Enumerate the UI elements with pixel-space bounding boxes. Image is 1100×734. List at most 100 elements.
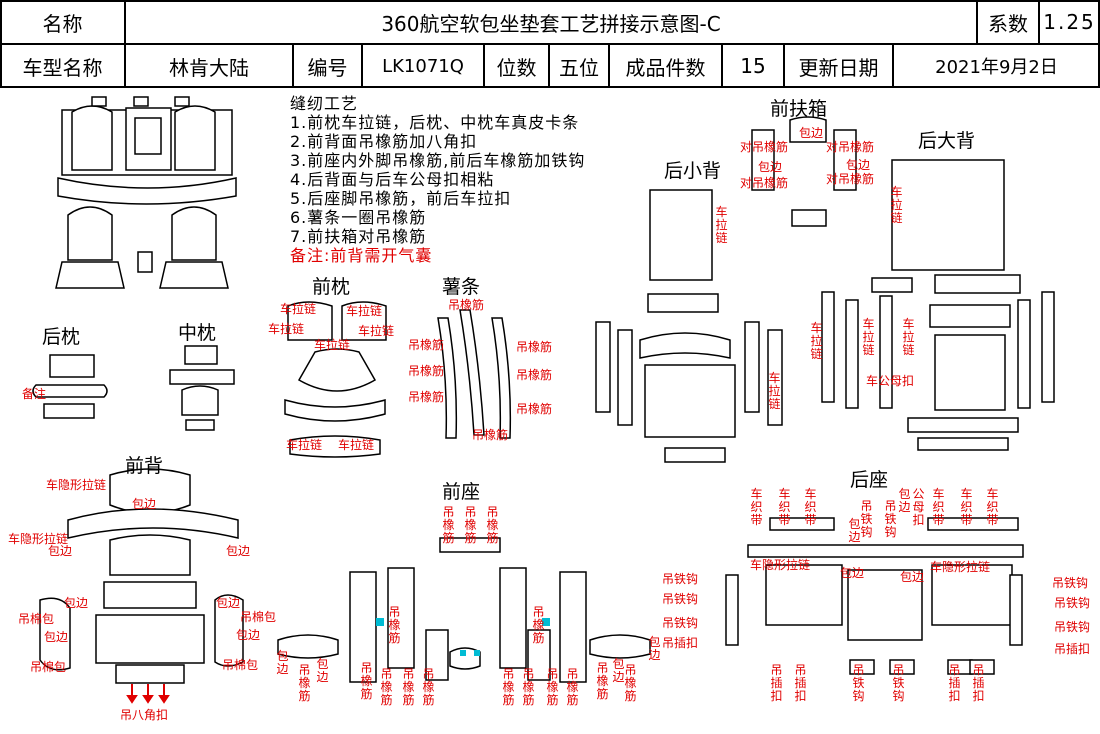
front-seats-overview (55, 206, 229, 289)
annot-rubber-v: 吊橡筋 (380, 667, 393, 707)
annot-rubber-v: 吊橡筋 (442, 505, 455, 545)
notes-line: 3.前座内外脚吊橡筋,前后车橡筋加铁钩 (290, 151, 586, 170)
mid-pillow-pieces (169, 345, 235, 431)
rear-pillow-pieces (32, 354, 108, 419)
annot-rubber-v: 吊橡筋 (422, 667, 435, 707)
label-rear-big-back: 后大背 (918, 130, 976, 152)
annot-edge: 包边 (216, 596, 241, 610)
annot-zipper-v: 车拉链 (890, 185, 903, 225)
code-label: 编号 (307, 55, 348, 80)
annot-zipper-v: 车拉链 (862, 317, 875, 357)
annot-clip-v: 吊插扣 (948, 663, 961, 703)
annot-press-snap: 公母扣 (912, 487, 925, 527)
annot-zipper-v: 车拉链 (810, 321, 823, 361)
annot-rubber-v: 吊橡筋 (596, 661, 609, 701)
annot-clip: 吊插扣 (662, 636, 699, 650)
annot-rubber-v: 吊橡筋 (624, 663, 637, 703)
label-rear-small-back: 后小背 (664, 160, 722, 182)
annot-rubber: 吊橡筋 (516, 340, 553, 354)
notes-line: 2.前背面吊橡筋加八角扣 (290, 132, 478, 151)
front-back-pieces (39, 468, 244, 684)
annot-edge: 包边 (900, 570, 925, 584)
rear-bench-overview (57, 96, 237, 205)
sewing-notes: 缝纫工艺 1.前枕车拉链，后枕、中枕车真皮卡条 2.前背面吊橡筋加八角扣 3.前… (290, 94, 585, 265)
annot-edge: 包边 (316, 657, 329, 684)
model-label: 车型名称 (22, 55, 103, 80)
header-table: 名称 360航空软包坐垫套工艺拼接示意图-C 系数 1.25 车型名称 林肯大陆… (0, 0, 1100, 88)
annot-hook: 吊铁钩 (1052, 576, 1089, 590)
page-title: 360航空软包坐垫套工艺拼接示意图-C (381, 11, 721, 36)
annot-hook: 吊铁钩 (662, 592, 699, 606)
notes-line: 4.后背面与后车公母扣相粘 (290, 170, 495, 189)
annot-cotton: 吊棉包 (222, 658, 259, 672)
annot-clip-v: 吊插扣 (972, 663, 985, 703)
annot-zipper: 车拉链 (268, 322, 305, 336)
annot-hidden-zip: 车隐形拉链 (930, 560, 991, 574)
annot-snap: 车公母扣 (866, 374, 915, 388)
clip-arrows (126, 684, 170, 704)
annot-rubber: 吊橡筋 (516, 402, 553, 416)
annot-hook: 吊铁钩 (1054, 620, 1091, 634)
date-value: 2021年9月2日 (935, 57, 1058, 78)
annot-rubber-pair: 对吊橡筋 (740, 176, 789, 190)
label-fries: 薯条 (442, 276, 481, 298)
notes-line: 7.前扶箱对吊橡筋 (290, 227, 427, 246)
annot-eight-clip: 吊八角扣 (120, 708, 169, 722)
annot-edge: 包边 (612, 657, 625, 684)
rear-small-back-pieces (595, 189, 783, 463)
label-rear-seat: 后座 (850, 469, 889, 491)
annot-clip-v: 吊插扣 (770, 663, 783, 703)
annot-rubber: 吊橡筋 (408, 364, 445, 378)
label-front-pillow: 前枕 (312, 276, 351, 298)
annot-edge: 包边 (840, 566, 865, 580)
annot-clip-v: 吊插扣 (794, 663, 807, 703)
seats-label: 位数 (496, 55, 537, 80)
notes-line: 6.薯条一圈吊橡筋 (290, 208, 427, 227)
notes-line: 5.后座脚吊橡筋，前后车拉扣 (290, 189, 512, 208)
front-seat-pieces (277, 537, 651, 683)
annot-rubber-v: 吊橡筋 (502, 667, 515, 707)
annot-rubber: 吊橡筋 (516, 368, 553, 382)
annot-edge: 包边 (758, 160, 783, 174)
annot-edge: 包边 (846, 158, 871, 172)
code-value: LK1071Q (382, 55, 464, 77)
annot-rubber-pair: 对吊橡筋 (826, 172, 875, 186)
annot-woven: 车织带 (778, 487, 791, 527)
label-rear-pillow: 后枕 (42, 326, 81, 348)
annot-rubber: 吊橡筋 (448, 298, 485, 312)
date-label: 更新日期 (798, 55, 879, 80)
annot-rubber-v: 吊橡筋 (402, 667, 415, 707)
model-value: 林肯大陆 (169, 55, 249, 80)
annot-hook-v: 吊铁钩 (892, 663, 905, 703)
annot-zipper: 车拉链 (314, 338, 351, 352)
annot-hook: 吊铁钩 (1054, 596, 1091, 610)
annot-woven: 车织带 (804, 487, 817, 527)
annot-hook-v: 吊铁钩 (860, 499, 873, 539)
label-mid-pillow: 中枕 (178, 322, 217, 344)
annot-hook: 吊铁钩 (662, 616, 699, 630)
accent-markers (376, 618, 550, 656)
rear-seat-pieces (725, 517, 1024, 675)
annot-edge: 包边 (236, 628, 261, 642)
annot-hidden-zip: 车隐形拉链 (46, 478, 107, 492)
annot-edge: 包边 (648, 635, 661, 662)
annot-clip: 吊插扣 (1054, 642, 1091, 656)
annot-zipper: 车拉链 (280, 302, 317, 316)
annot-edge: 包边 (64, 596, 89, 610)
seats-value: 五位 (559, 55, 599, 80)
pieces-value: 15 (740, 54, 766, 78)
annot-hook-v: 吊铁钩 (884, 499, 897, 539)
fries-pieces (437, 309, 512, 439)
notes-title: 缝纫工艺 (290, 94, 359, 113)
notes-line: 1.前枕车拉链，后枕、中枕车真皮卡条 (290, 113, 580, 132)
front-armrest-pieces (751, 116, 857, 227)
rear-big-back-pieces (821, 159, 1055, 451)
label-front-armrest: 前扶箱 (770, 98, 828, 120)
annot-cotton: 吊棉包 (30, 660, 67, 674)
annot-edge: 包边 (898, 487, 911, 514)
annot-zipper-v: 车拉链 (768, 371, 781, 411)
annot-edge: 包边 (848, 517, 861, 544)
annot-edge: 包边 (226, 544, 251, 558)
annot-zipper-v: 车拉链 (902, 317, 915, 357)
